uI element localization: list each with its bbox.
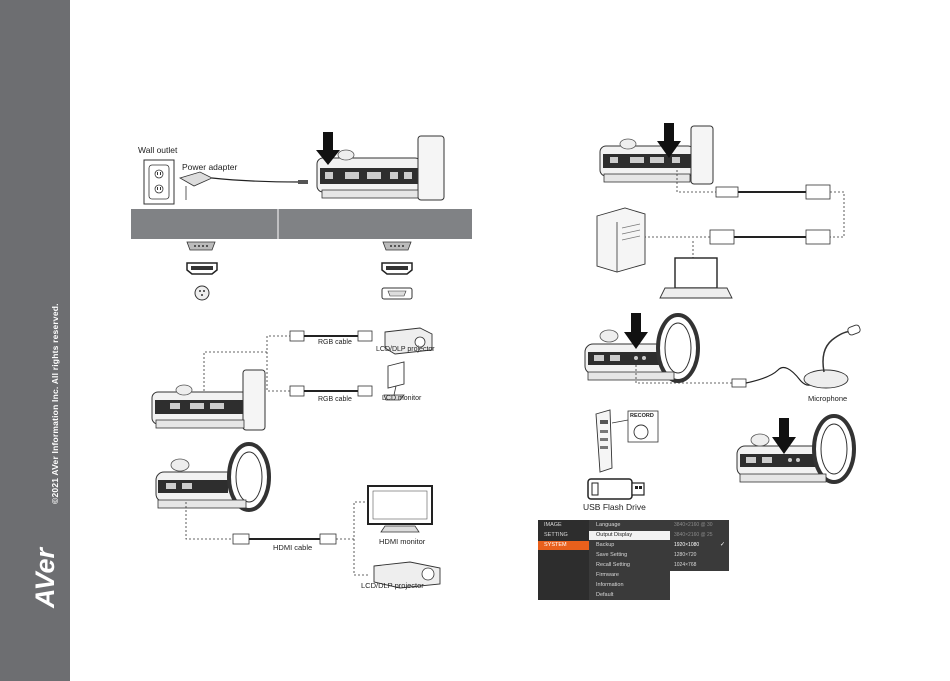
projector-icon — [384, 327, 433, 355]
osd-item-recall-setting[interactable]: Recall Setting — [596, 562, 630, 568]
hdmi-port-icon — [381, 262, 413, 275]
hdmi-monitor-label: HDMI monitor — [379, 537, 426, 546]
remote-control-icon — [595, 409, 613, 473]
hdmi-monitor-icon — [367, 485, 433, 533]
osd-category-system[interactable]: SYSTEM — [544, 542, 567, 548]
camera-body-rear-2 — [151, 369, 266, 431]
rs232-connection-diagram — [596, 123, 845, 299]
projector-label: LCD/DLP projector — [376, 346, 435, 353]
lcd-monitor-label: LCD monitor — [382, 395, 422, 402]
osd-option-1024[interactable]: 1024×768 — [674, 562, 697, 568]
osd-item-information[interactable]: Information — [596, 582, 624, 588]
projector-icon — [373, 561, 441, 589]
camera-body-rear-3 — [599, 125, 714, 185]
arrow-down-icon — [772, 418, 796, 454]
rs232-port-icon — [381, 287, 413, 300]
camera-body-side-3 — [736, 414, 856, 484]
power-adapter-icon — [178, 171, 308, 200]
usb-drive-icon — [587, 478, 645, 500]
arrow-down-icon — [657, 123, 681, 158]
arrow-down-icon — [624, 313, 648, 349]
power-diagram — [143, 132, 445, 205]
hdmi-connection-diagram — [155, 442, 441, 589]
osd-option-1920[interactable]: 1920×1080 — [674, 542, 700, 548]
hdmi-port-icon — [186, 262, 218, 275]
microphone-label: Microphone — [808, 394, 848, 403]
record-button-label: RECORD — [630, 413, 654, 419]
osd-submenu: 3840×2160 @ 30 3840×2160 @ 25 1920×1080 … — [670, 520, 729, 571]
osd-option-3840-25[interactable]: 3840×2160 @ 25 — [674, 532, 713, 538]
osd-item-backup[interactable]: Backup — [596, 542, 615, 548]
recording-diagram — [587, 409, 856, 500]
vga-port-icon — [186, 241, 216, 251]
laptop-icon — [659, 257, 733, 299]
lcd-monitor-icon — [383, 361, 405, 401]
hdmi-projector-label: LCD/DLP projector — [361, 581, 424, 590]
osd-menu-category-column — [538, 520, 589, 600]
osd-item-language[interactable]: Language — [596, 522, 621, 528]
rgb-connection-diagram — [151, 327, 433, 431]
wall-outlet-label: Wall outlet — [138, 145, 178, 155]
microphone-icon — [803, 324, 861, 389]
osd-item-firmware[interactable]: Firmware — [596, 572, 619, 578]
osd-option-3840-30[interactable]: 3840×2160 @ 30 — [674, 522, 713, 528]
sidebar: ©2021 AVer Information Inc. All rights r… — [0, 0, 70, 681]
osd-category-image[interactable]: IMAGE — [544, 522, 562, 528]
camera-body-side-2 — [584, 313, 700, 383]
check-icon: ✓ — [720, 542, 726, 548]
usb-flash-drive-label: USB Flash Drive — [583, 502, 646, 512]
arrow-down-icon — [316, 132, 340, 165]
osd-item-save-setting[interactable]: Save Setting — [596, 552, 628, 558]
hdmi-cable-label: HDMI cable — [273, 543, 313, 552]
record-button-icon — [627, 410, 659, 443]
osd-selected-item — [589, 531, 670, 540]
wall-outlet-icon — [143, 159, 175, 205]
osd-selected-category — [538, 541, 589, 550]
rgb-cable-top-label: RGB cable — [318, 339, 352, 346]
port-table — [131, 209, 472, 301]
microphone-connection-diagram — [584, 313, 861, 389]
osd-option-1280[interactable]: 1280×720 — [674, 552, 697, 558]
svideo-port-icon — [194, 285, 210, 301]
rgb-cable-bottom-label: RGB cable — [318, 396, 352, 403]
camera-body-rear-1 — [316, 135, 445, 201]
power-adapter-label: Power adapter — [182, 162, 238, 172]
aver-logo: AVer — [30, 546, 58, 609]
osd-item-default[interactable]: Default — [596, 592, 614, 598]
osd-item-output-display[interactable]: Output Display — [596, 532, 633, 538]
pc-tower-icon — [596, 207, 646, 273]
vga-port-icon — [382, 241, 412, 251]
camera-body-side-1 — [155, 442, 271, 512]
osd-menu: IMAGE SETTING SYSTEM Language Output Dis… — [538, 520, 670, 600]
logo-text: AVer — [30, 546, 58, 609]
osd-category-setting[interactable]: SETTING — [544, 532, 568, 538]
